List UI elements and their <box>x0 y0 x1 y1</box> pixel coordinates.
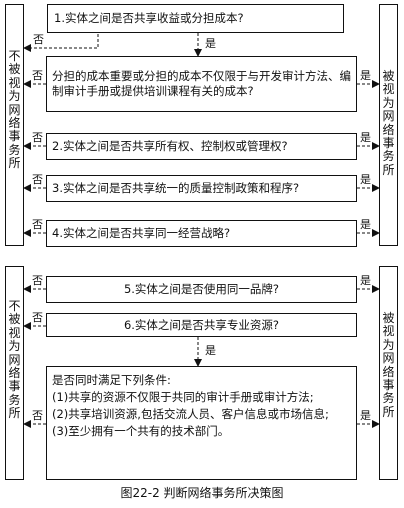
conditions-title: 是否同时满足下列条件: <box>52 373 171 387</box>
q5-text: 5.实体之间是否使用同一品牌? <box>123 282 280 296</box>
q6-box <box>46 313 357 337</box>
bottom-right-outcome-label: 被视为网络事务所 <box>382 311 395 419</box>
label-q6-no: 否 <box>32 311 43 324</box>
label-q2-yes: 是 <box>360 131 371 144</box>
bottom-left-outcome-label: 不被视为网络事务所 <box>8 299 21 421</box>
bottom-right-outcome-box <box>379 266 398 480</box>
top-right-outcome-label: 被视为网络事务所 <box>382 69 395 177</box>
label-q4-yes: 是 <box>360 218 371 231</box>
conditions-text: 是否同时满足下列条件: (1)共享的资源不仅限于共同的审计手册或审计方法; (2… <box>52 372 352 440</box>
q4-box <box>46 220 357 247</box>
label-q3-yes: 是 <box>360 173 371 186</box>
q1-sub-text: 分担的成本重要或分担的成本不仅限于与开发审计方法、编制审计手册或提供培训课程有关… <box>52 69 351 98</box>
q1-sub-box <box>46 56 357 112</box>
q3-box <box>46 175 357 202</box>
label-q3-no: 否 <box>32 173 43 186</box>
label-q5-no: 否 <box>32 274 43 287</box>
q4-text: 4.实体之间是否共享同一经营战略? <box>52 226 231 240</box>
label-q2-no: 否 <box>32 131 43 144</box>
conditions-box <box>46 366 357 480</box>
q2-text: 2.实体之间是否共享所有权、控制权或管理权? <box>52 139 288 153</box>
label-cond-yes: 是 <box>360 409 371 422</box>
q3-text: 3.实体之间是否共享统一的质量控制政策和程序? <box>52 181 300 195</box>
condition-2: (2)共享培训资源,包括交流人员、客户信息或市场信息; <box>52 407 329 421</box>
q6-text: 6.实体之间是否共享专业资源? <box>123 317 280 332</box>
top-left-outcome-box <box>5 4 24 246</box>
bottom-left-outcome-box <box>5 266 24 480</box>
label-q1-no: 否 <box>33 33 44 46</box>
condition-3: (3)至少拥有一个共有的技术部门。 <box>52 424 230 438</box>
top-left-outcome-label: 不被视为网络事务所 <box>8 49 21 171</box>
q2-box <box>46 133 357 160</box>
condition-1: (1)共享的资源不仅限于共同的审计手册或审计方法; <box>52 390 314 404</box>
q1-text: 1.实体之间是否共享收益或分担成本? <box>54 11 244 25</box>
label-q1sub-no: 否 <box>32 69 43 82</box>
figure-caption: 图22-2 判断网络事务所决策图 <box>120 486 284 500</box>
label-q1-yes: 是 <box>205 37 216 50</box>
q1-box <box>47 4 344 33</box>
q5-box <box>46 276 357 303</box>
label-cond-no: 否 <box>32 409 43 422</box>
label-q5-yes: 是 <box>360 274 371 287</box>
label-q6-yes: 是 <box>205 344 216 357</box>
label-q4-no: 否 <box>32 218 43 231</box>
label-q1sub-yes: 是 <box>360 69 371 82</box>
top-right-outcome-box <box>379 4 398 246</box>
